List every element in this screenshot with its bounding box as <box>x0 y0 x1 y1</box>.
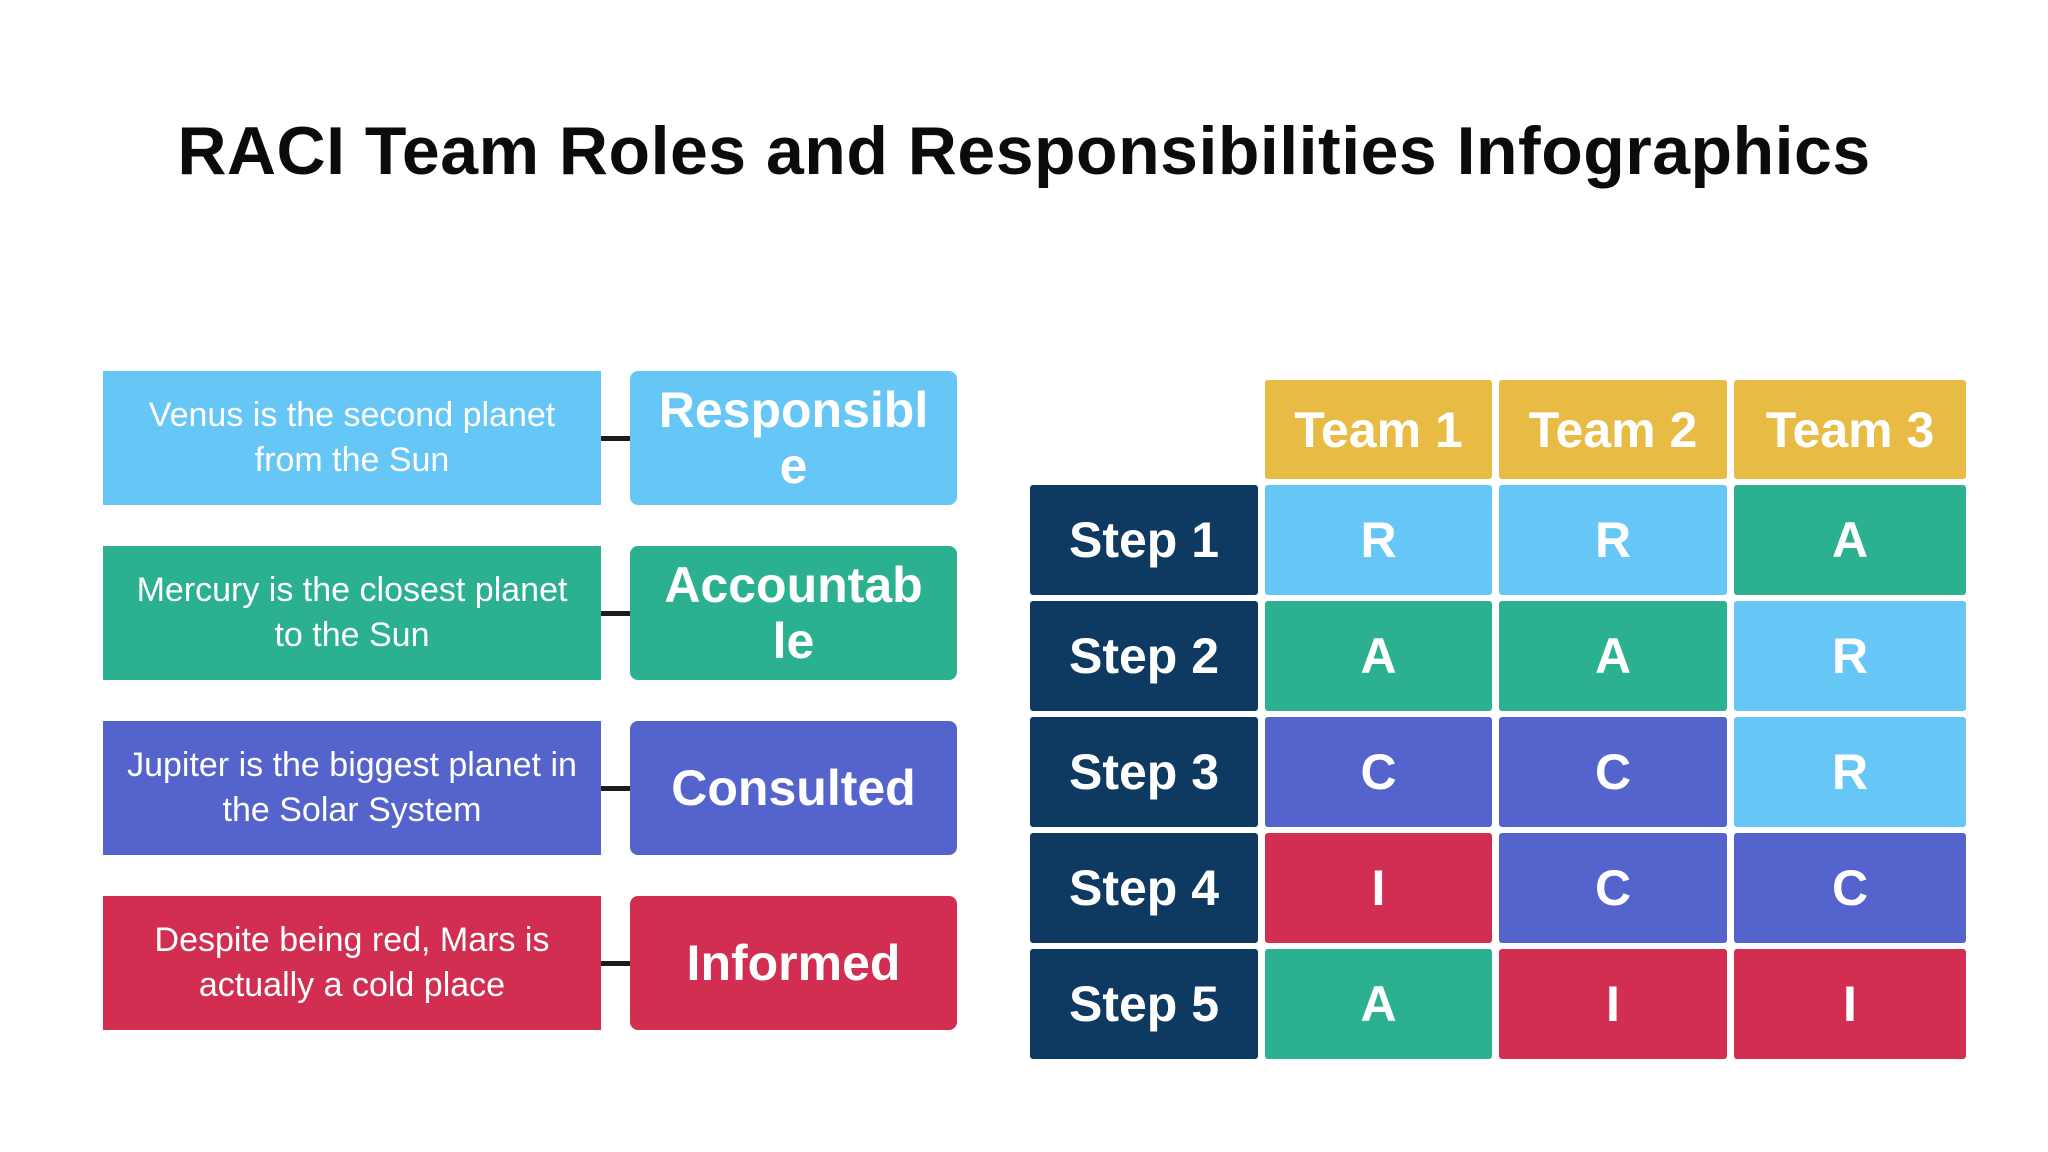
matrix-step-label-5: Step 5 <box>1030 949 1258 1059</box>
raci-matrix: Team 1 Team 2 Team 3 Step 1 R R A Step 2… <box>1030 380 1966 1059</box>
connector-line <box>601 435 630 441</box>
legend-row-informed: Despite being red, Mars is actually a co… <box>103 896 957 1030</box>
matrix-header-team-2: Team 2 <box>1499 380 1727 479</box>
legend-description-consulted: Jupiter is the biggest planet in the Sol… <box>103 721 601 855</box>
matrix-cell-step2-team3: R <box>1734 601 1966 711</box>
legend-row-accountable: Mercury is the closest planet to the Sun… <box>103 546 957 680</box>
matrix-cell-step4-team2: C <box>1499 833 1727 943</box>
legend-row-consulted: Jupiter is the biggest planet in the Sol… <box>103 721 957 855</box>
matrix-cell-step5-team2: I <box>1499 949 1727 1059</box>
connector-line <box>601 610 630 616</box>
matrix-step-label-3: Step 3 <box>1030 717 1258 827</box>
matrix-header-team-1: Team 1 <box>1265 380 1492 479</box>
matrix-cell-step1-team3: A <box>1734 485 1966 595</box>
matrix-cell-step3-team3: R <box>1734 717 1966 827</box>
matrix-cell-step4-team3: C <box>1734 833 1966 943</box>
legend-role-informed: Informed <box>630 896 957 1030</box>
legend-description-responsible: Venus is the second planet from the Sun <box>103 371 601 505</box>
connector-line <box>601 960 630 966</box>
matrix-cell-step1-team1: R <box>1265 485 1492 595</box>
legend-description-accountable: Mercury is the closest planet to the Sun <box>103 546 601 680</box>
matrix-cell-step3-team1: C <box>1265 717 1492 827</box>
matrix-cell-step5-team3: I <box>1734 949 1966 1059</box>
matrix-step-label-2: Step 2 <box>1030 601 1258 711</box>
matrix-cell-step2-team2: A <box>1499 601 1727 711</box>
matrix-cell-step3-team2: C <box>1499 717 1727 827</box>
matrix-cell-step4-team1: I <box>1265 833 1492 943</box>
matrix-corner-cell <box>1030 380 1258 479</box>
legend-row-responsible: Venus is the second planet from the Sun … <box>103 371 957 505</box>
page-title: RACI Team Roles and Responsibilities Inf… <box>177 113 1871 189</box>
matrix-step-label-1: Step 1 <box>1030 485 1258 595</box>
matrix-header-team-3: Team 3 <box>1734 380 1966 479</box>
legend-role-consulted: Consulted <box>630 721 957 855</box>
legend-description-informed: Despite being red, Mars is actually a co… <box>103 896 601 1030</box>
matrix-cell-step5-team1: A <box>1265 949 1492 1059</box>
raci-legend: Venus is the second planet from the Sun … <box>103 371 957 1030</box>
matrix-cell-step2-team1: A <box>1265 601 1492 711</box>
legend-role-accountable: Accountable <box>630 546 957 680</box>
connector-line <box>601 785 630 791</box>
matrix-step-label-4: Step 4 <box>1030 833 1258 943</box>
legend-role-responsible: Responsible <box>630 371 957 505</box>
matrix-cell-step1-team2: R <box>1499 485 1727 595</box>
